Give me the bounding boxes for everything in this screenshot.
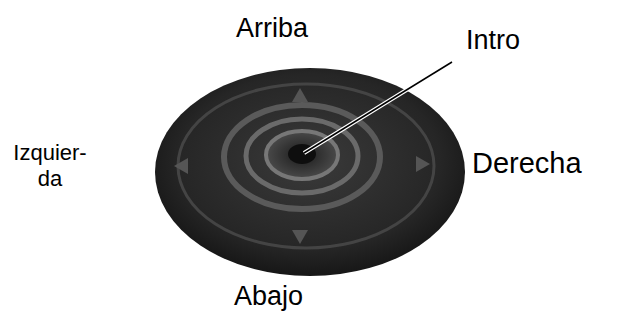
button-body — [155, 68, 465, 276]
up-arrow — [292, 88, 308, 102]
right-arrow — [416, 156, 430, 172]
left-label: Izquier- da — [4, 140, 96, 193]
down-label: Abajo — [234, 280, 303, 312]
right-label: Derecha — [472, 146, 582, 181]
down-arrow — [292, 230, 308, 244]
up-label: Arriba — [236, 12, 308, 44]
enter-label: Intro — [466, 24, 520, 56]
leader-halo — [304, 62, 452, 153]
left-arrow — [174, 158, 188, 174]
leader-line — [304, 62, 452, 153]
